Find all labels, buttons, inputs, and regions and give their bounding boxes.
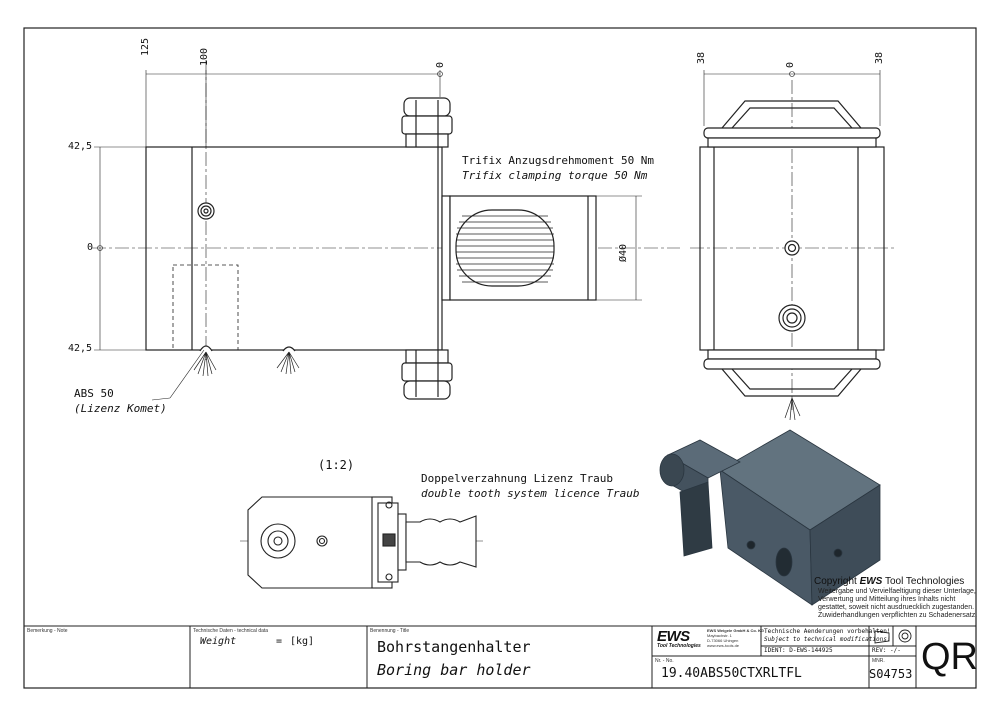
title-label: Benennung - Title — [370, 628, 410, 634]
isometric-render — [659, 429, 881, 606]
copyright-brand: EWS — [859, 576, 883, 587]
weight-equals: = — [276, 636, 283, 647]
front-view-dimensions — [94, 70, 642, 401]
ident-number: IDENT: D-EWS-144925 — [764, 647, 833, 654]
qr-code-label: QR — [921, 636, 978, 678]
detail-scale: (1:2) — [318, 458, 355, 472]
copyright-line-5: Zuwiderhandlungen verpflichten zu Schade… — [818, 612, 978, 619]
mnr-label: MNR. — [872, 658, 885, 664]
company-line-4: www.ews-tools.de — [707, 643, 740, 648]
company-line-1: EWS Weigele GmbH & Co. KG — [707, 628, 765, 633]
title-de: Bohrstangenhalter — [377, 638, 531, 656]
detail-view — [240, 496, 485, 589]
weight-unit: [kg] — [290, 636, 315, 647]
change-note-de: Technische Aenderungen vorbehalten! — [764, 628, 891, 635]
ews-logo-mark — [656, 629, 704, 647]
ews-logo: EWS — [657, 628, 690, 645]
dim-42-5-bottom: 42,5 — [68, 343, 93, 354]
copyright-prefix: Copyright — [814, 576, 860, 587]
remark-label: Bemerkung - Note — [27, 628, 68, 634]
change-note-en: Subject to technical modifications! — [764, 636, 891, 643]
conicity-symbol — [874, 629, 912, 644]
dim-38-left: 38 — [696, 51, 707, 64]
dim-0-side: 0 — [785, 61, 796, 68]
dim-42-5-top: 42,5 — [68, 141, 93, 152]
copyright-line-4: gestattet, soweit nicht ausdruecklich zu… — [818, 604, 975, 611]
dim-38-right: 38 — [874, 51, 885, 64]
sheet-border — [23, 27, 977, 689]
dim-100: 100 — [199, 47, 210, 66]
copyright-line-3: Verwertung und Mitteilung ihres Inhalts … — [818, 596, 956, 603]
mnr-number: S04753 — [869, 667, 913, 681]
side-view — [690, 80, 896, 421]
dim-0-left: 0 — [87, 242, 94, 253]
torque-note-de: Trifix Anzugsdrehmoment 50 Nm — [462, 154, 655, 167]
dim-diameter-40: Ø40 — [618, 243, 629, 262]
dim-125: 125 — [140, 37, 151, 56]
part-number: 19.40ABS50CTXRLTFL — [661, 666, 802, 681]
copyright-heading: Copyright EWS Tool Technologies — [814, 577, 964, 587]
dim-0-top: 0 — [435, 61, 446, 68]
front-view — [92, 60, 680, 400]
revision: REV: -/- — [872, 647, 901, 654]
techdata-label: Technische Daten - technical data — [193, 628, 269, 634]
title-block-lines — [24, 625, 976, 688]
tooth-note-en: double tooth system licence Traub — [421, 487, 640, 500]
nr-label: Nr. - No. — [655, 658, 674, 664]
copyright-line-2: Weitergabe und Vervielfaeltigung dieser … — [818, 588, 976, 595]
weight-label: Weight — [200, 636, 237, 647]
side-view-dimensions — [703, 70, 881, 126]
torque-note-en: Trifix clamping torque 50 Nm — [462, 169, 648, 182]
ews-logo-sub: Tool Technologies — [657, 643, 701, 649]
company-line-2: Maybachstr. 1 — [707, 633, 732, 638]
abs-note-de: ABS 50 — [74, 387, 114, 400]
title-en: Boring bar holder — [377, 661, 531, 679]
tooth-note-de: Doppelverzahnung Lizenz Traub — [421, 472, 614, 485]
company-line-3: D-73066 Uhingen — [707, 638, 739, 643]
abs-note-en: (Lizenz Komet) — [74, 402, 167, 415]
copyright-suffix: Tool Technologies — [882, 576, 965, 587]
